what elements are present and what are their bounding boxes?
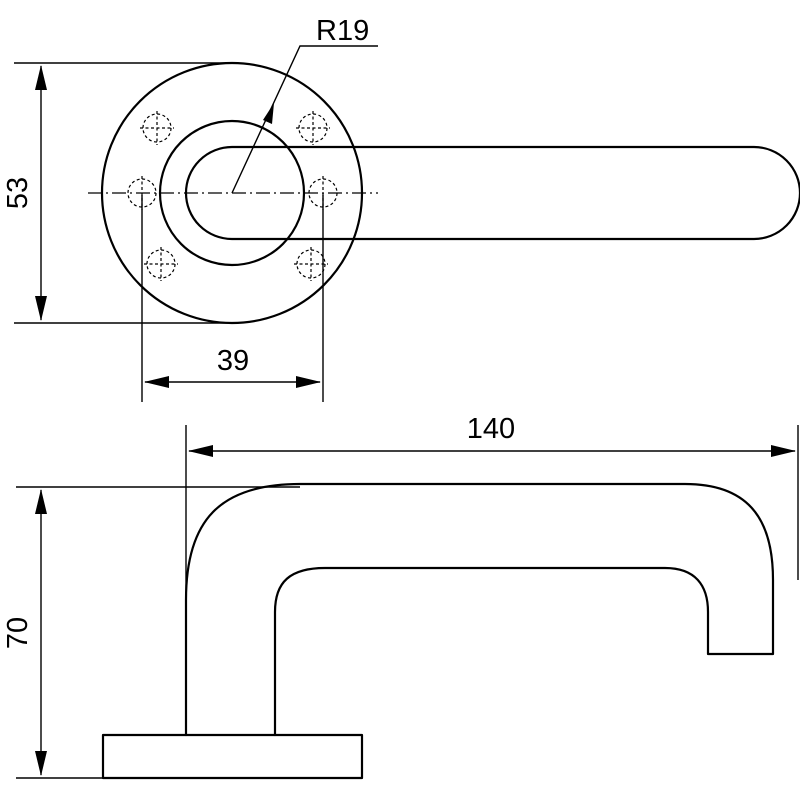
height-dimension-top: 53 <box>2 62 232 324</box>
height-dimension-top-label: 53 <box>2 177 34 209</box>
screw-hole-top-right <box>296 111 330 145</box>
lever-arm-outline <box>184 145 800 241</box>
length-dimension-label: 140 <box>467 413 515 445</box>
top-view: R19 53 39 <box>2 15 800 402</box>
side-view: 140 70 <box>2 413 799 780</box>
radius-dimension: R19 <box>231 15 378 194</box>
hole-spacing-dimension: 39 <box>141 195 324 402</box>
screw-hole-bottom-left <box>144 247 178 281</box>
radius-dimension-label: R19 <box>316 15 369 47</box>
projection-dimension: 70 <box>2 486 300 779</box>
hole-spacing-dimension-label: 39 <box>217 345 249 377</box>
length-dimension: 140 <box>185 413 799 600</box>
projection-dimension-label: 70 <box>2 617 34 649</box>
rosette-base-plate <box>101 733 364 780</box>
lever-side-outline <box>184 482 775 737</box>
screw-hole-top-left <box>140 111 174 145</box>
